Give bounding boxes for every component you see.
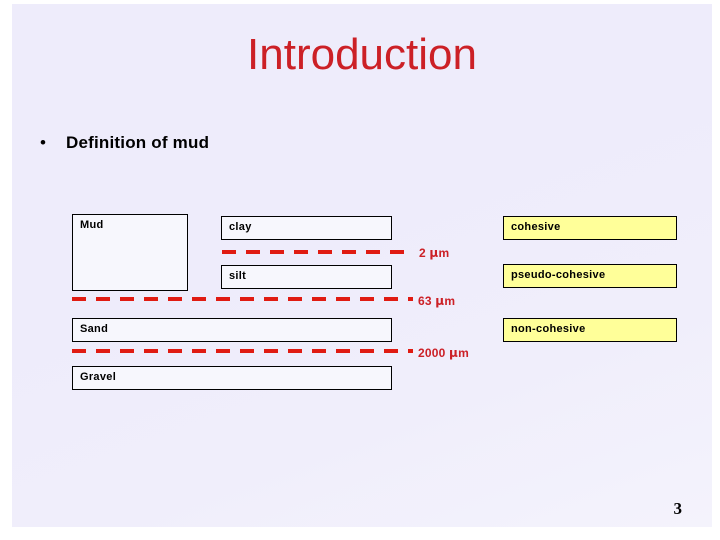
slide-canvas: Introduction • Definition of mud Mud cla… [12, 4, 712, 527]
mud-box: Mud [72, 214, 188, 291]
boundary-2-micron-label: 2 µm [419, 246, 450, 260]
silt-box: silt [221, 265, 392, 289]
bullet-item-definition-of-mud: • Definition of mud [40, 133, 540, 153]
cohesive-box: cohesive [503, 216, 677, 240]
pseudo-cohesive-box: pseudo-cohesive [503, 264, 677, 288]
boundary-2000-micron-label: 2000 µm [418, 346, 469, 360]
boundary-63-micron-label: 63 µm [418, 294, 456, 308]
page-title: Introduction [247, 30, 477, 79]
bullet-marker-icon: • [40, 133, 46, 152]
non-cohesive-box: non-cohesive [503, 318, 677, 342]
page-number: 3 [673, 499, 683, 518]
boundary-line-2-micron [222, 250, 414, 254]
grain-size-classification-diagram: Mud clay 2 µm silt 63 µm Sand 2000 µm Gr… [12, 4, 712, 527]
gravel-box: Gravel [72, 366, 392, 390]
boundary-line-2000-micron [72, 349, 413, 353]
bullet-label: Definition of mud [66, 133, 210, 152]
clay-box: clay [221, 216, 392, 240]
boundary-line-63-micron [72, 297, 413, 301]
sand-box: Sand [72, 318, 392, 342]
